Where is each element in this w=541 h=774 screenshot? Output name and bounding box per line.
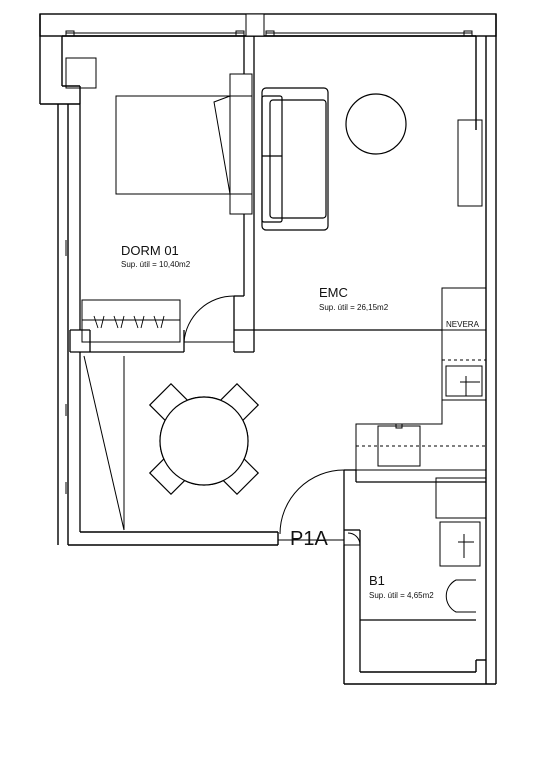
bedroom-furniture (65, 57, 181, 343)
kitchen (355, 287, 487, 471)
room-area-dorm: Sup. útil = 10,40m2 (121, 260, 191, 269)
top-windows (65, 13, 473, 37)
round-table (345, 93, 407, 155)
room-name-emc: EMC (319, 285, 348, 300)
bed (115, 73, 253, 215)
room-name-dorm: DORM 01 (121, 243, 179, 258)
tv-unit (457, 119, 483, 207)
balcony-rail (65, 240, 81, 530)
bathroom-fixtures (435, 477, 487, 613)
room-name-bath: B1 (369, 573, 385, 588)
unit-label: P1A (290, 528, 328, 550)
corridor-storage (83, 355, 125, 531)
room-area-emc: Sup. útil = 26,15m2 (319, 303, 389, 312)
room-area-bath: Sup. útil = 4,65m2 (369, 591, 434, 600)
fridge-label: NEVERA (446, 320, 480, 329)
outer-walls (39, 13, 497, 685)
doors (183, 295, 361, 546)
dining-set (148, 382, 260, 496)
sofa (261, 87, 329, 231)
